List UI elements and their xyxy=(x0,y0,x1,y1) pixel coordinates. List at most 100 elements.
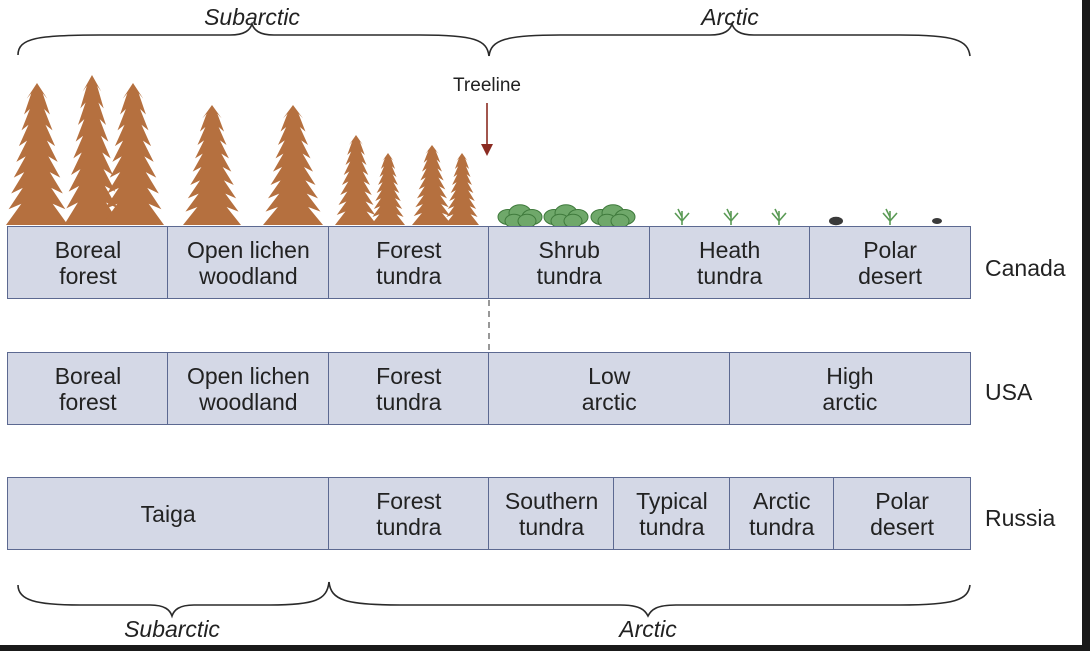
zone-label-line: Taiga xyxy=(140,500,196,527)
zone-label-line: High xyxy=(826,362,874,389)
conifer-tree-icon xyxy=(412,145,452,225)
zone-cell: Taiga xyxy=(7,477,330,550)
zone-label-line: desert xyxy=(858,262,923,289)
zone-label-line: tundra xyxy=(518,513,585,540)
region-label-top-subarctic: Subarctic xyxy=(204,4,300,30)
zone-label-line: Open lichen xyxy=(186,362,310,389)
country-label-usa: USA xyxy=(985,379,1033,405)
zone-label-line: arctic xyxy=(581,388,637,415)
zone-label-line: tundra xyxy=(376,388,442,415)
conifer-tree-icon xyxy=(183,105,241,225)
zone-label-line: Boreal xyxy=(54,362,122,389)
treeline-label: Treeline xyxy=(453,75,521,96)
zone-label: Taiga xyxy=(141,501,196,527)
shrub-icon xyxy=(543,204,589,229)
zone-label-line: Forest xyxy=(376,487,442,514)
zone-label-line: forest xyxy=(59,388,117,415)
zone-label-line: Typical xyxy=(636,487,708,514)
heath-plant-icon xyxy=(674,208,690,225)
brace-top-arctic xyxy=(488,21,971,57)
brace-top-subarctic xyxy=(17,21,490,57)
shrub-icon xyxy=(497,204,543,229)
shrub-icon xyxy=(590,204,636,229)
zone-label-line: Boreal xyxy=(54,236,122,263)
zone-label-line: desert xyxy=(870,513,935,540)
zone-label-line: tundra xyxy=(749,513,815,540)
zone-label-line: tundra xyxy=(376,262,442,289)
zone-label-line: Polar xyxy=(875,487,929,514)
country-label-canada: Canada xyxy=(985,255,1066,281)
zone-label-line: Forest xyxy=(376,362,442,389)
conifer-tree-icon xyxy=(445,153,479,225)
zone-label-line: Arctic xyxy=(753,487,811,514)
zone-label-line: forest xyxy=(59,262,117,289)
rock-icon xyxy=(932,218,942,224)
country-label-russia: Russia xyxy=(985,505,1056,531)
frame-edge-bottom xyxy=(0,645,1090,651)
zone-label-line: woodland xyxy=(199,262,298,289)
zone-label-line: Shrub xyxy=(538,236,600,263)
zone-label-line: Forest xyxy=(376,236,442,263)
brace-bottom-subarctic xyxy=(17,581,330,619)
rock-icon xyxy=(829,216,843,226)
conifer-tree-icon xyxy=(371,153,405,225)
zone-label-line: Low xyxy=(588,362,631,389)
brace-bottom-arctic xyxy=(328,581,971,618)
conifer-tree-icon xyxy=(263,105,323,225)
region-label-bottom-subarctic: Subarctic xyxy=(124,616,220,642)
heath-plant-icon xyxy=(882,208,898,225)
conifer-tree-icon xyxy=(102,83,164,225)
zone-label-line: tundra xyxy=(376,513,442,540)
heath-plant-icon xyxy=(723,208,739,225)
zone-label-line: Southern xyxy=(504,487,599,514)
treeline-arrow xyxy=(481,103,493,156)
zone-label-line: woodland xyxy=(199,388,298,415)
zone-label-line: tundra xyxy=(697,262,763,289)
zone-label-line: Heath xyxy=(698,236,761,263)
conifer-tree-icon xyxy=(335,135,377,225)
conifer-tree-icon xyxy=(64,75,120,225)
conifer-tree-icon xyxy=(6,83,68,225)
frame-edge-right xyxy=(1082,0,1090,651)
region-label-bottom-arctic: Arctic xyxy=(619,616,677,642)
zone-label-line: Polar xyxy=(863,236,917,263)
region-label-top-arctic: Arctic xyxy=(701,4,759,30)
